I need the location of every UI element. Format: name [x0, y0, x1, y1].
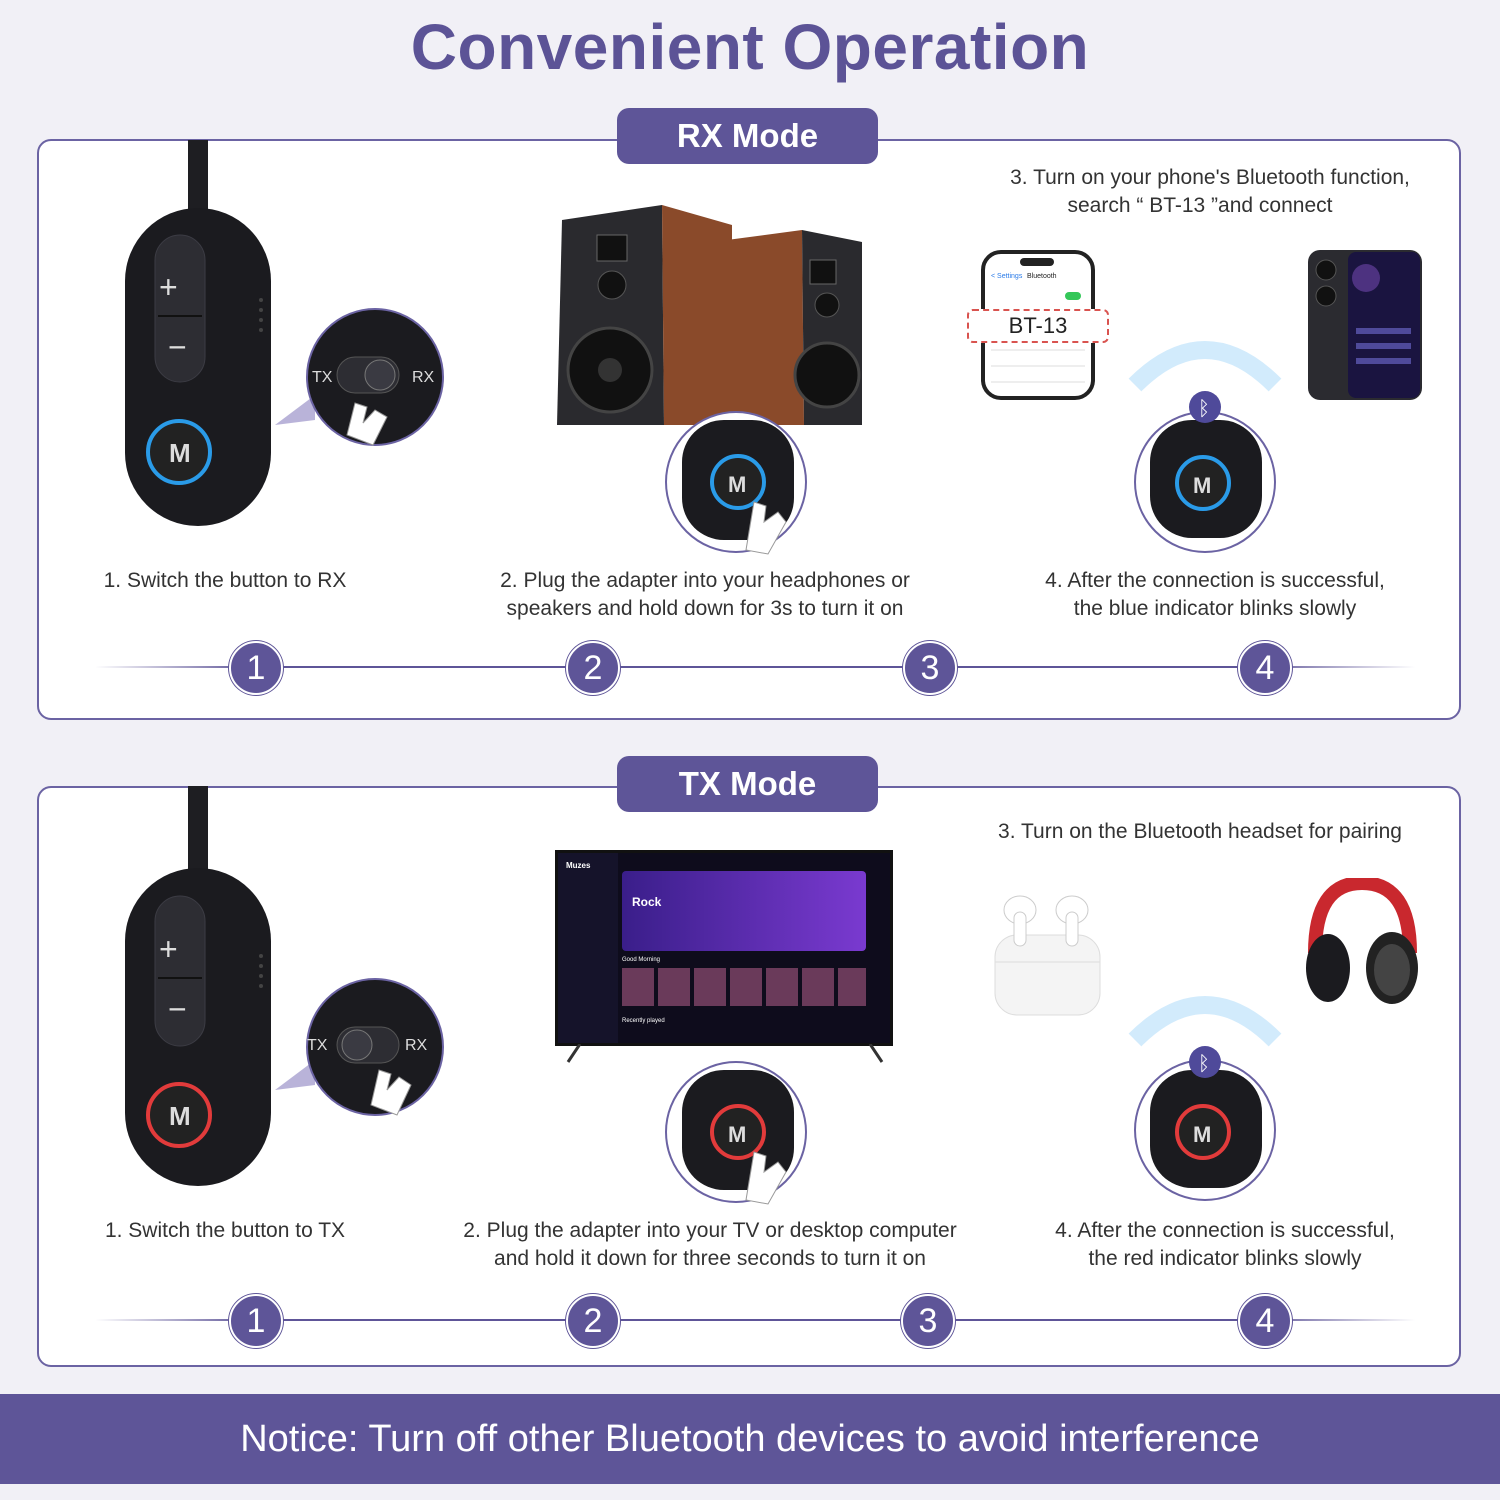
svg-text:TX: TX [307, 1037, 328, 1054]
rx-switch-closeup-image: TX RX [275, 308, 444, 446]
bluetooth-icon: ᛒ [1198, 398, 1210, 420]
rx-step-3-number: 3 [903, 641, 957, 695]
tx-adapter-device-image: + − M [125, 786, 271, 1186]
rx-step-1-text: 1. Switch the button to RX [103, 569, 347, 592]
svg-text:RX: RX [405, 1037, 428, 1054]
svg-text:Bluetooth: Bluetooth [1027, 273, 1057, 280]
bluetooth-icon: ᛒ [1198, 1053, 1210, 1075]
tx-step-4-number: 4 [1238, 1294, 1292, 1348]
tv-section-recently-played: Recently played [622, 1018, 665, 1024]
tx-step-2-text-line1: 2. Plug the adapter into your TV or desk… [463, 1219, 957, 1242]
rx-step-2-text-line2: speakers and hold down for 3s to turn it… [506, 597, 904, 620]
rx-connected-adapter-image: M ᛒ [1128, 341, 1282, 553]
svg-text:TX: TX [312, 369, 333, 386]
rx-step-3-text-line2: search “ BT-13 ”and connect [1067, 194, 1333, 217]
rx-step-3-text-line1: 3. Turn on your phone's Bluetooth functi… [1010, 166, 1410, 189]
svg-text:M: M [1193, 473, 1211, 498]
bt13-device-name-box: BT-13 [967, 309, 1109, 343]
notice-bar: Notice: Turn off other Bluetooth devices… [0, 1394, 1500, 1484]
tx-step-1-text: 1. Switch the button to TX [104, 1219, 346, 1242]
mode-button-icon: M [169, 438, 191, 468]
volume-up-icon: + [159, 269, 178, 305]
tx-connected-adapter-image: M ᛒ [1128, 996, 1282, 1201]
tx-step-2-text-line2: and hold it down for three seconds to tu… [494, 1247, 926, 1270]
svg-text:−: − [168, 991, 187, 1027]
rx-step-2-number: 2 [566, 641, 620, 695]
tv-app-name: Muzes [566, 861, 591, 870]
bookshelf-speakers-image [557, 205, 862, 425]
svg-text:M: M [728, 472, 746, 497]
tx-timeline [95, 1319, 1415, 1321]
headphones-image [1306, 878, 1418, 1004]
page-title: Convenient Operation [410, 11, 1090, 83]
black-phone-image [1308, 250, 1422, 400]
rx-mode-label: RX Mode [617, 108, 878, 164]
rx-step-4-text-line1: 4. After the connection is successful, [1045, 569, 1385, 592]
svg-text:M: M [728, 1122, 746, 1147]
tx-switch-closeup-image: TX RX [275, 978, 444, 1116]
tx-step-2-number: 2 [566, 1294, 620, 1348]
svg-text:M: M [1193, 1122, 1211, 1147]
rx-step-4-text-line2: the blue indicator blinks slowly [1073, 597, 1357, 620]
tx-step-4-text-line2: the red indicator blinks slowly [1088, 1247, 1362, 1270]
rx-step-1-number: 1 [229, 641, 283, 695]
rx-step-4-number: 4 [1238, 641, 1292, 695]
rx-timeline [95, 666, 1415, 668]
rx-adapter-device-image: + − M [125, 140, 271, 526]
tx-step-1-number: 1 [229, 1294, 283, 1348]
svg-text:< Settings: < Settings [991, 273, 1023, 280]
tx-step-3-text: 3. Turn on the Bluetooth headset for pai… [998, 820, 1402, 843]
tv-image: Muzes Rock Good Morning Recently played [555, 850, 893, 1046]
tx-step-4-text-line1: 4. After the connection is successful, [1055, 1219, 1395, 1242]
tx-power-on-closeup-image: M [665, 1061, 807, 1205]
rx-step-2-text-line1: 2. Plug the adapter into your headphones… [500, 569, 910, 592]
svg-text:M: M [169, 1101, 191, 1131]
svg-text:+: + [159, 931, 178, 967]
rx-power-on-closeup-image: M [665, 411, 807, 555]
tv-section-good-morning: Good Morning [622, 957, 661, 963]
tx-step-3-number: 3 [901, 1294, 955, 1348]
tv-hero-title: Rock [632, 895, 662, 909]
tv-stand-image [566, 1044, 884, 1063]
volume-down-icon: − [168, 329, 187, 365]
tx-mode-label: TX Mode [617, 756, 878, 812]
wireless-earbuds-image [994, 895, 1101, 1016]
svg-text:RX: RX [412, 369, 435, 386]
